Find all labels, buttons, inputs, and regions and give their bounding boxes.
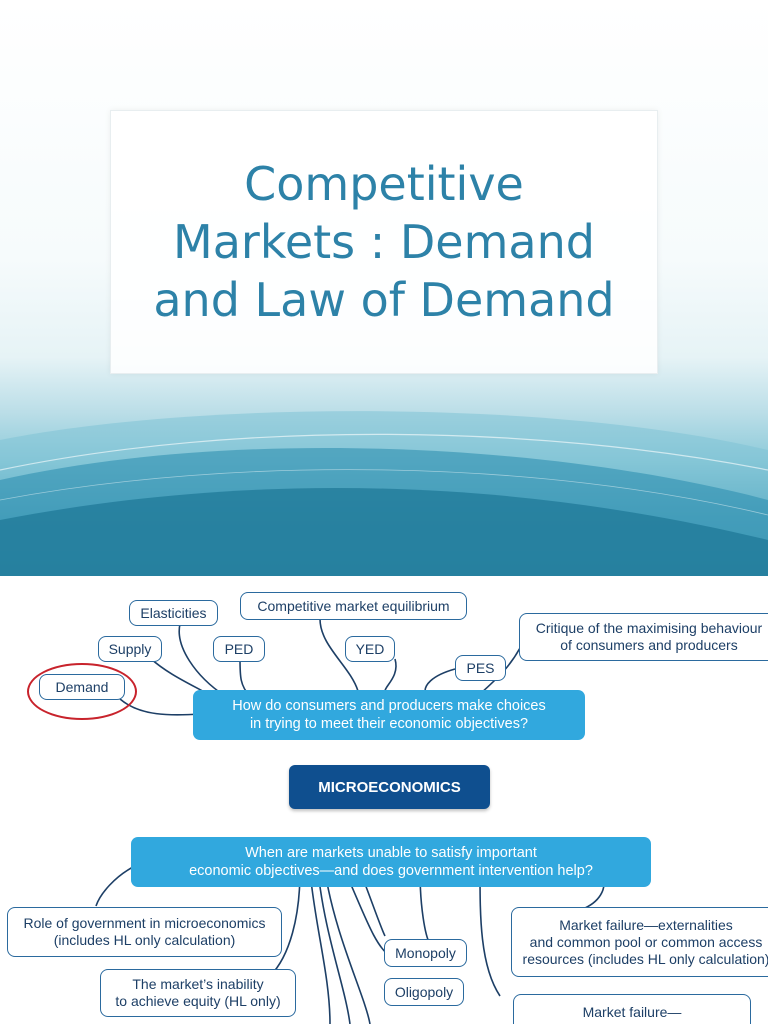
node-ped[interactable]: PED: [213, 636, 265, 662]
node-critique-line-2: of consumers and producers: [560, 637, 738, 653]
node-market-failure-partial[interactable]: Market failure—: [513, 994, 751, 1024]
question-choices-line-1: How do consumers and producers make choi…: [232, 698, 546, 714]
node-competitive-equilibrium-label: Competitive market equilibrium: [257, 597, 450, 614]
node-demand-label: Demand: [55, 678, 109, 695]
node-elasticities-label: Elasticities: [140, 604, 207, 621]
node-role-gov-line-2: (includes HL only calculation): [53, 932, 236, 948]
node-equity-line-2: to achieve equity (HL only): [115, 993, 281, 1009]
node-equity-line-1: The market’s inability: [132, 976, 264, 992]
node-supply-label: Supply: [108, 640, 152, 657]
node-yed-label: YED: [355, 640, 385, 657]
wave-background: [0, 411, 768, 576]
node-oligopoly-label: Oligopoly: [394, 983, 454, 1000]
question-market-failure[interactable]: When are markets unable to satisfy impor…: [131, 837, 651, 887]
node-market-failure-partial-label: Market failure—: [582, 1004, 682, 1020]
slide-title: Competitive Markets : Demand and Law of …: [124, 155, 644, 329]
center-microeconomics[interactable]: MICROECONOMICS: [289, 765, 490, 809]
question-market-failure-line-1: When are markets unable to satisfy impor…: [245, 845, 537, 861]
node-externalities-line-3: resources (includes HL only calculation): [522, 950, 768, 967]
question-market-failure-line-2: economic objectives—and does government …: [189, 863, 593, 879]
center-microeconomics-label: MICROECONOMICS: [318, 778, 461, 796]
node-monopoly[interactable]: Monopoly: [384, 939, 467, 967]
node-critique-line-1: Critique of the maximising behaviour: [535, 620, 763, 636]
node-elasticities[interactable]: Elasticities: [129, 600, 218, 626]
title-box: Competitive Markets : Demand and Law of …: [110, 110, 658, 374]
demand-highlight-circle: [27, 663, 137, 720]
mindmap-slide: Elasticities Supply Demand PED Competiti…: [0, 576, 768, 1024]
node-monopoly-label: Monopoly: [395, 944, 456, 961]
title-slide: Competitive Markets : Demand and Law of …: [0, 0, 768, 576]
node-competitive-equilibrium[interactable]: Competitive market equilibrium: [240, 592, 467, 620]
node-supply[interactable]: Supply: [98, 636, 162, 662]
node-pes-label: PES: [466, 659, 495, 676]
node-ped-label: PED: [224, 640, 254, 657]
title-line-2: Markets : Demand: [173, 215, 595, 269]
node-yed[interactable]: YED: [345, 636, 395, 662]
node-role-gov-line-1: Role of government in microeconomics: [23, 915, 266, 931]
question-choices[interactable]: How do consumers and producers make choi…: [193, 690, 585, 740]
node-oligopoly[interactable]: Oligopoly: [384, 978, 464, 1006]
title-line-3: and Law of Demand: [153, 273, 615, 327]
node-externalities-line-1: Market failure—externalities: [559, 916, 733, 933]
node-pes[interactable]: PES: [455, 655, 506, 681]
node-externalities-line-2: and common pool or common access: [529, 933, 763, 950]
title-line-1: Competitive: [244, 157, 524, 211]
node-demand[interactable]: Demand: [39, 674, 125, 700]
node-role-of-government[interactable]: Role of government in microeconomics(inc…: [7, 907, 282, 957]
question-choices-line-2: in trying to meet their economic objecti…: [249, 716, 529, 732]
